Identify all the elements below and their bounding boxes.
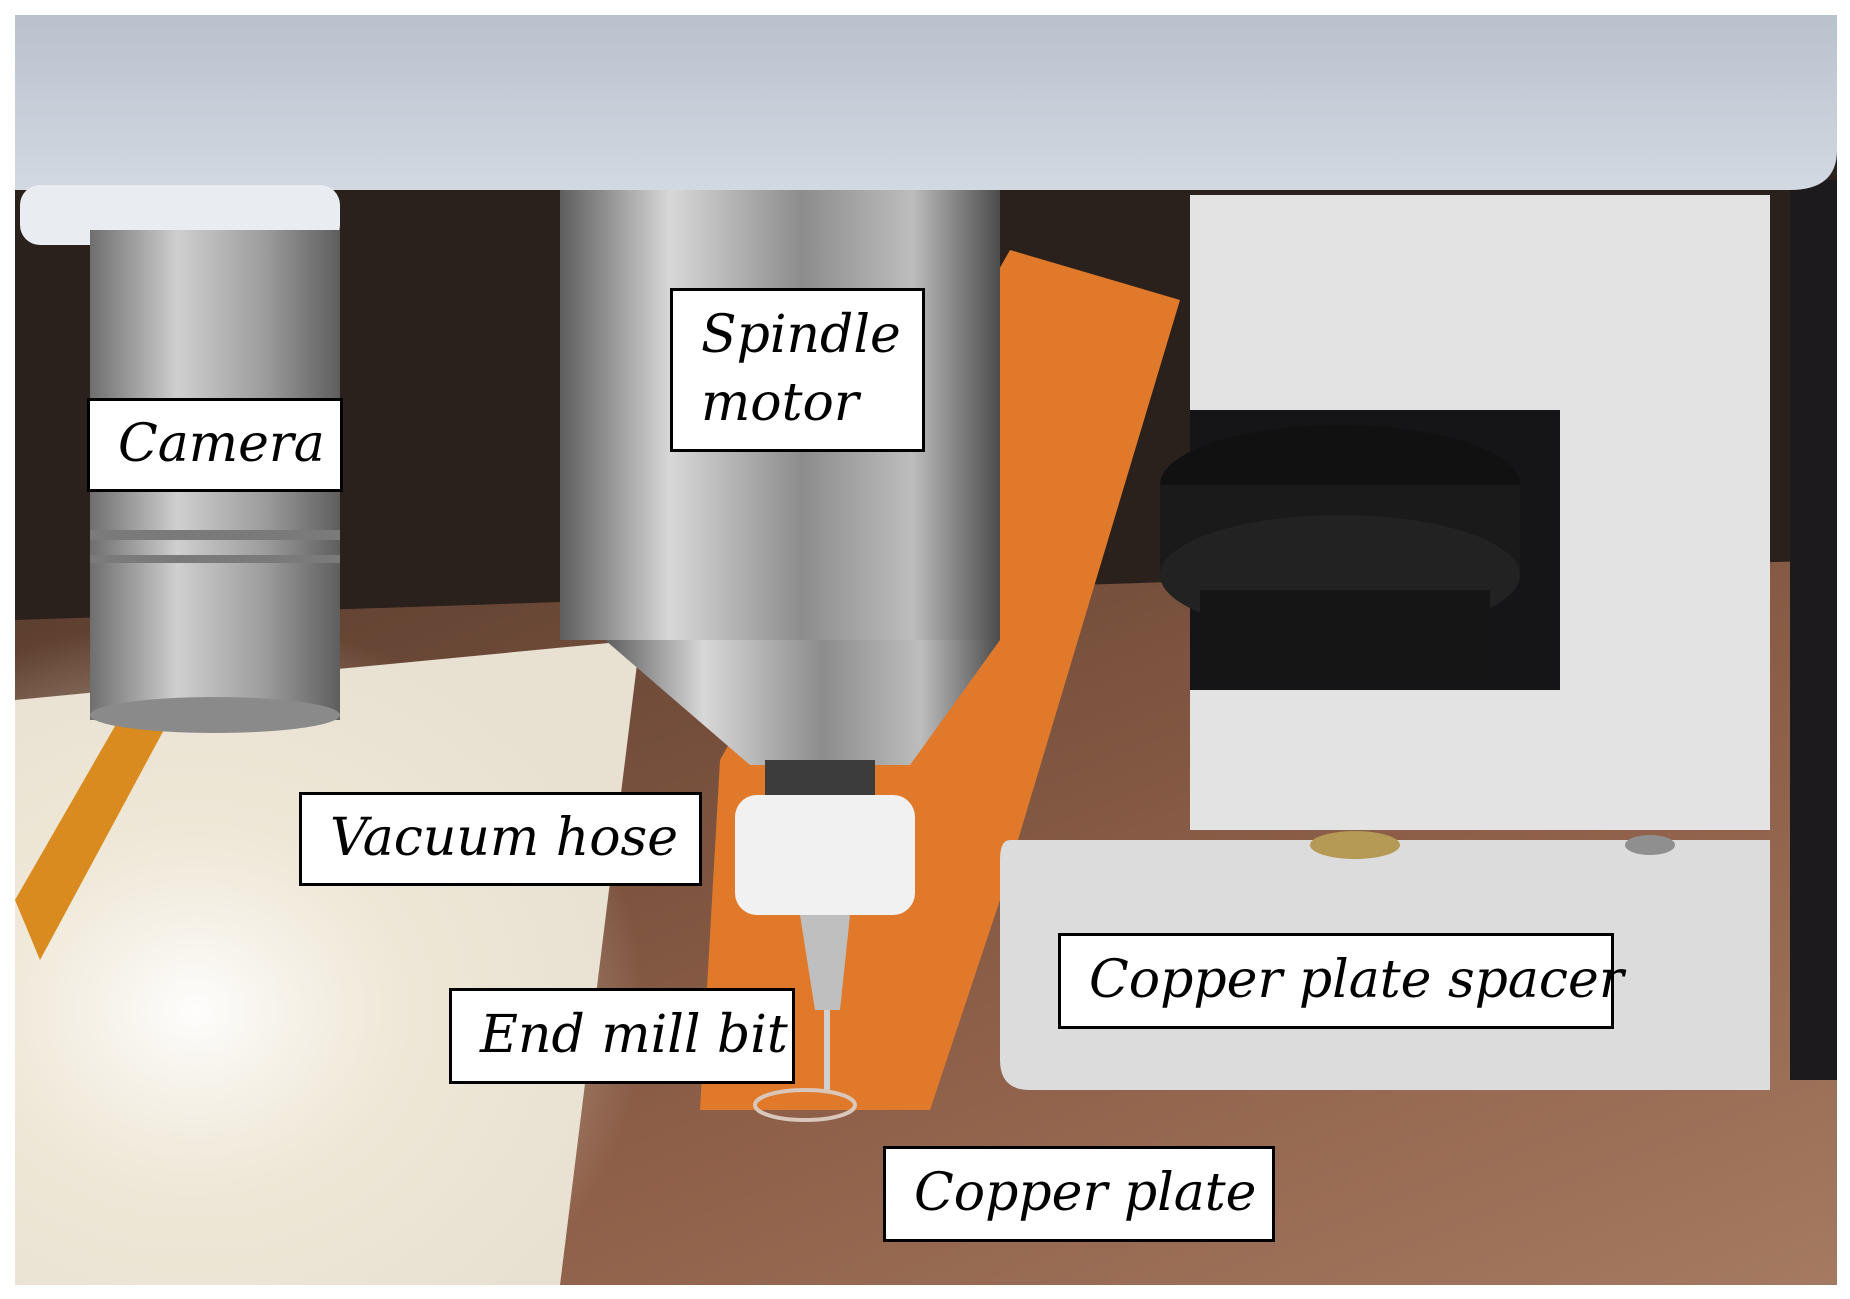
end-mill-bit-label: End mill bit	[449, 988, 795, 1084]
copper-plate-spacer-label: Copper plate spacer	[1058, 933, 1624, 1029]
copper-plate-label: Copper plate	[883, 1146, 1275, 1242]
spindle-motor-label: Spindle motor	[670, 288, 925, 452]
vacuum-hose-label: Vacuum hose	[299, 792, 702, 886]
camera-label: Camera	[87, 398, 343, 492]
